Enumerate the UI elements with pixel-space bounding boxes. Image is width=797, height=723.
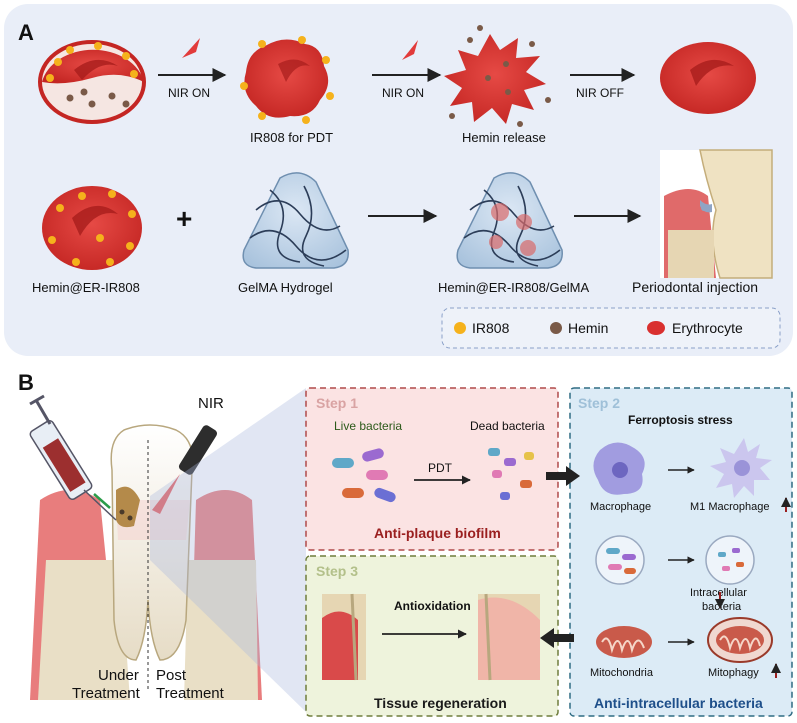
ferroptosis-stress-label: Ferroptosis stress xyxy=(628,413,733,427)
inflamed-gum-icon xyxy=(322,593,366,681)
under-treatment-label-1: Under xyxy=(98,667,139,684)
legend-erythrocyte: Erythrocyte xyxy=(672,320,743,336)
live-bacteria-icon xyxy=(332,448,396,503)
arrow-nir-off-label: NIR OFF xyxy=(576,86,624,100)
step2-title: Step 2 xyxy=(578,395,620,411)
composite-label: Hemin@ER-IR808/GelMA xyxy=(438,280,590,295)
rbc-swollen-cell xyxy=(240,36,334,124)
arrow-nir-on-1-label: NIR ON xyxy=(168,86,210,100)
laser-beam-icon xyxy=(182,38,200,58)
composite-hydrogel-icon xyxy=(456,172,563,269)
normal-rbc xyxy=(660,42,756,114)
dead-bacteria-label: Dead bacteria xyxy=(470,419,545,433)
gelma-hydrogel-label: GelMA Hydrogel xyxy=(238,280,333,295)
under-treatment-label-2: Treatment xyxy=(72,685,141,702)
erythrocyte-icon xyxy=(647,321,665,335)
syringe-icon xyxy=(29,394,117,521)
lysed-cell-hemin-release xyxy=(444,25,551,127)
macrophage-icon xyxy=(593,442,645,495)
healthy-gum-icon xyxy=(478,593,540,681)
step1-footer: Anti-plaque biofilm xyxy=(374,525,501,541)
hemin-release-label: Hemin release xyxy=(462,130,546,145)
panel-b-letter: B xyxy=(18,370,34,395)
ir808-dot-icon xyxy=(454,322,466,334)
rbc-ir808-hemin-cell xyxy=(38,40,146,124)
dead-bacteria-icon xyxy=(488,448,534,500)
m1-macrophage-label: M1 Macrophage xyxy=(690,501,770,513)
macrophage-label: Macrophage xyxy=(590,501,651,513)
plus-sign: + xyxy=(176,203,192,234)
step3-footer: Tissue regeneration xyxy=(374,695,507,711)
mitochondria-icon xyxy=(596,626,652,658)
arrow-nir-on-2-label: NIR ON xyxy=(382,86,424,100)
m1-macrophage-icon xyxy=(710,438,772,498)
intracellular-bacteria-label-1: Intracellular xyxy=(690,587,747,599)
infected-cell-icon xyxy=(595,535,645,585)
hemin-er-ir808-label: Hemin@ER-IR808 xyxy=(32,280,140,295)
periodontal-tooth-icon xyxy=(660,149,773,279)
legend-box xyxy=(441,307,781,349)
intracellular-bacteria-label-2: bacteria xyxy=(702,601,742,613)
legend: IR808 Hemin Erythrocyte xyxy=(441,307,781,349)
step3-title: Step 3 xyxy=(316,563,358,579)
pdt-label: PDT xyxy=(428,461,453,475)
laser-beam-icon xyxy=(402,40,418,60)
live-bacteria-label: Live bacteria xyxy=(334,419,402,433)
step2-to-step3-arrow xyxy=(540,628,574,648)
step2-footer: Anti-intracellular bacteria xyxy=(594,695,763,711)
step3-box: Step 3 Antioxidation Tissue regeneration xyxy=(305,555,559,717)
periodontal-injection-label: Periodontal injection xyxy=(632,279,758,295)
hemin-er-ir808-cell xyxy=(42,186,142,270)
gelma-hydrogel-icon xyxy=(242,172,349,269)
post-treatment-label-2: Treatment xyxy=(156,685,225,702)
mitophagy-label: Mitophagy xyxy=(708,667,759,679)
legend-ir808: IR808 xyxy=(472,320,510,336)
mitochondria-label: Mitochondria xyxy=(590,667,654,679)
legend-hemin: Hemin xyxy=(568,320,608,336)
post-treatment-label-1: Post xyxy=(156,667,187,684)
step1-title: Step 1 xyxy=(316,395,358,411)
antioxidation-label: Antioxidation xyxy=(394,599,471,613)
step2-box: Step 2 Ferroptosis stress Macrophage M1 … xyxy=(569,387,793,717)
tooth-illustration xyxy=(29,394,262,700)
nir-label: NIR xyxy=(198,395,224,412)
step1-box: Step 1 Live bacteria Dead bacteria PDT A… xyxy=(305,387,559,551)
mitophagy-icon xyxy=(707,617,773,663)
step1-to-step2-arrow xyxy=(546,466,580,486)
ir808-pdt-label: IR808 for PDT xyxy=(250,130,333,145)
hemin-dot-icon xyxy=(550,322,562,334)
nir-laser-pointer-icon xyxy=(152,425,218,514)
zoom-wedge xyxy=(150,388,306,712)
cleared-cell-icon xyxy=(705,535,755,585)
panel-a-background xyxy=(4,4,793,356)
panel-a-letter: A xyxy=(18,20,34,45)
panel-a: A NIR ON IR808 for PDT xyxy=(4,4,793,356)
